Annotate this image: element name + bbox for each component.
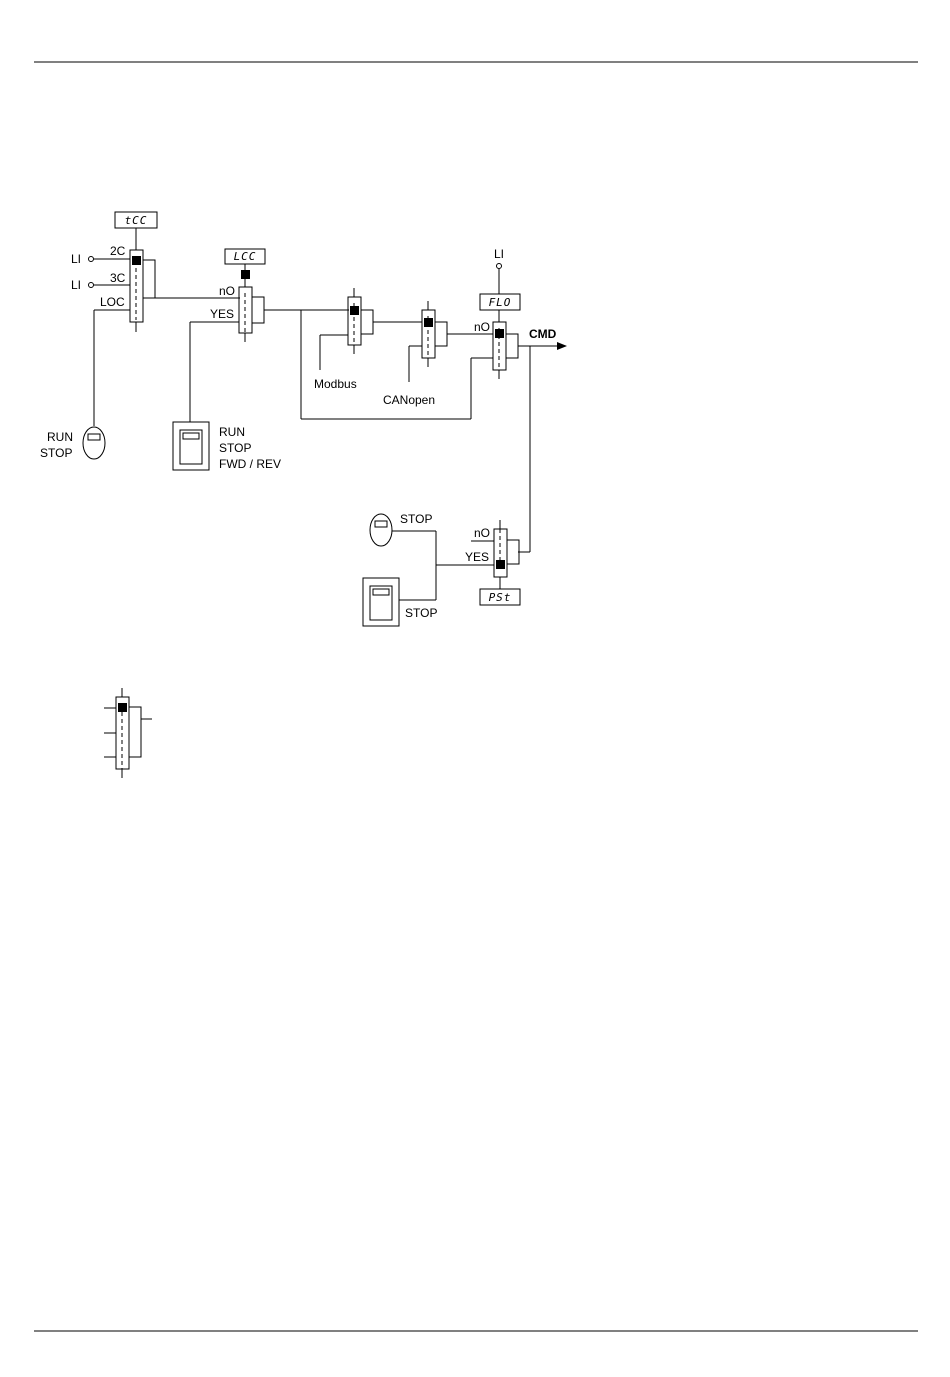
pst-terminal-icon [363,578,399,626]
li-input-2: LI [71,278,81,292]
pst-keypad: STOP [370,512,432,546]
label-3c: 3C [110,271,126,285]
li-input-flo: LI [494,247,504,261]
cmd-label: CMD [529,327,557,341]
pst-terminal-stop-label: STOP [405,606,437,620]
canopen-position-marker [424,318,433,327]
lcc-code: LCC [234,250,257,263]
local-keypad: RUN STOP [40,427,105,460]
label-2c: 2C [110,244,126,258]
pst-switch: nO YES PSt [392,520,520,605]
pst-keypad-icon [370,514,392,546]
flo-no-label: nO [474,320,490,334]
terminal-icon [173,422,209,470]
canopen-switch: CANopen [383,301,493,407]
lcc-position-marker [241,270,250,279]
flo-switch: LI FLO nO CMD [474,247,566,552]
flo-code: FLO [489,296,512,309]
modbus-switch: Modbus [314,288,422,391]
pst-no-label: nO [474,526,490,540]
legend-position-marker [118,703,127,712]
modbus-position-marker [350,306,359,315]
lcc-yes-label: YES [210,307,234,321]
li-input-1: LI [71,252,81,266]
terminal-run-label: RUN [219,425,245,439]
local-run-label: RUN [47,430,73,444]
legend-switch-symbol [104,688,152,778]
lcc-no-label: nO [219,284,235,298]
pst-keypad-stop-label: STOP [400,512,432,526]
flo-position-marker [495,329,504,338]
modbus-label: Modbus [314,377,357,391]
remote-terminal: RUN STOP FWD / REV [173,422,281,471]
pst-yes-label: YES [465,550,489,564]
local-stop-label: STOP [40,446,72,460]
pst-position-marker [496,560,505,569]
label-loc: LOC [100,295,125,309]
terminal-stop-label: STOP [219,441,251,455]
tcc-position-marker [132,256,141,265]
tcc-code: tCC [125,214,148,227]
keypad-icon [83,427,105,459]
canopen-label: CANopen [383,393,435,407]
pst-code: PSt [489,591,512,604]
terminal-fwd-rev-label: FWD / REV [219,457,281,471]
pst-terminal: STOP [363,578,437,626]
